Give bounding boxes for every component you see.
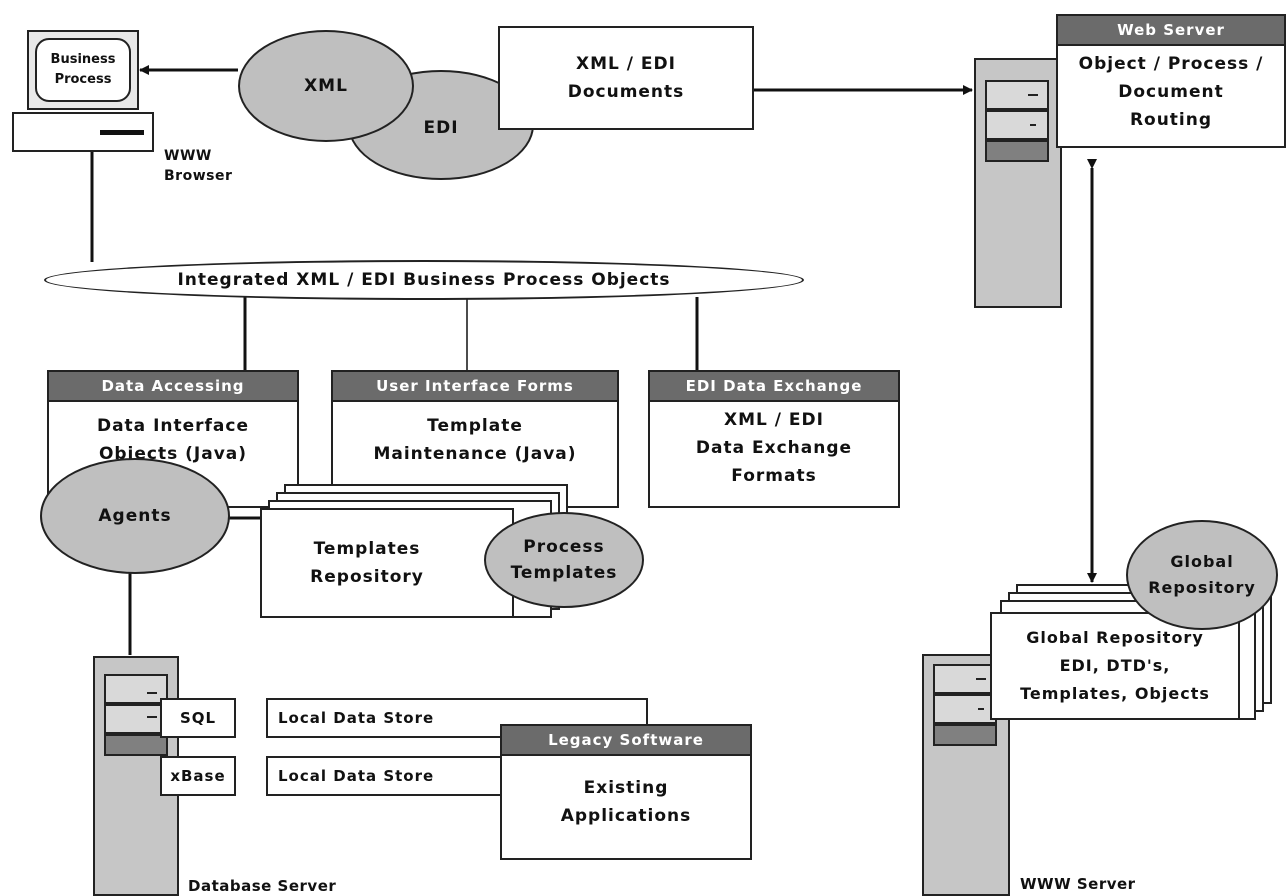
xml-edi-documents: XML / EDI Documents — [498, 26, 754, 130]
integrated-bus: Integrated XML / EDI Business Process Ob… — [44, 260, 804, 300]
web-server-box: Web Server Object / Process / Document R… — [1056, 14, 1286, 148]
db-server-bay-2 — [104, 704, 168, 734]
edi-exchange-box: EDI Data Exchange XML / EDI Data Exchang… — [648, 370, 900, 508]
database-server-label: Database Server — [188, 877, 337, 895]
www-server-label: WWW Server — [1020, 875, 1136, 893]
legacy-software-body: Existing Applications — [560, 778, 692, 826]
data-accessing-body: Data Interface Objects (Java) — [96, 416, 250, 464]
web-server-header: Web Server — [1058, 16, 1284, 46]
database-server-tower — [93, 656, 179, 896]
process-templates-ellipse: Process Templates — [484, 512, 644, 608]
www-server-bay-1 — [933, 664, 997, 694]
xbase-box: xBase — [160, 756, 236, 796]
db-server-bay-1 — [104, 674, 168, 704]
web-server-bay-1 — [985, 80, 1049, 110]
browser-base — [12, 112, 154, 152]
local-data-store-2: Local Data Store — [266, 756, 506, 796]
www-server-bay-2 — [933, 694, 997, 724]
web-server-bay-3 — [985, 140, 1049, 162]
sql-box: SQL — [160, 698, 236, 738]
xml-ellipse: XML — [238, 30, 414, 142]
agents-ellipse: Agents — [40, 458, 230, 574]
browser-monitor: Business Process — [27, 30, 139, 110]
web-server-bay-2 — [985, 110, 1049, 140]
web-server-tower — [974, 58, 1062, 308]
www-server-bay-3 — [933, 724, 997, 746]
legacy-software-box: Legacy Software Existing Applications — [500, 724, 752, 860]
ui-forms-body: Template Maintenance (Java) — [373, 416, 577, 464]
global-repository-box: Global Repository EDI, DTD's, Templates,… — [990, 612, 1240, 720]
ui-forms-header: User Interface Forms — [333, 372, 617, 402]
legacy-software-header: Legacy Software — [502, 726, 750, 756]
templates-repository: Templates Repository — [260, 508, 514, 618]
disk-slot — [100, 130, 144, 135]
edi-exchange-body: XML / EDI Data Exchange Formats — [695, 410, 853, 486]
global-repository-ellipse: Global Repository — [1126, 520, 1278, 630]
db-server-bay-3 — [104, 734, 168, 756]
data-accessing-header: Data Accessing — [49, 372, 297, 402]
web-server-body: Object / Process / Document Routing — [1078, 54, 1264, 130]
browser-label: WWW Browser — [164, 148, 233, 184]
edi-exchange-header: EDI Data Exchange — [650, 372, 898, 402]
browser-screen: Business Process — [35, 38, 131, 102]
